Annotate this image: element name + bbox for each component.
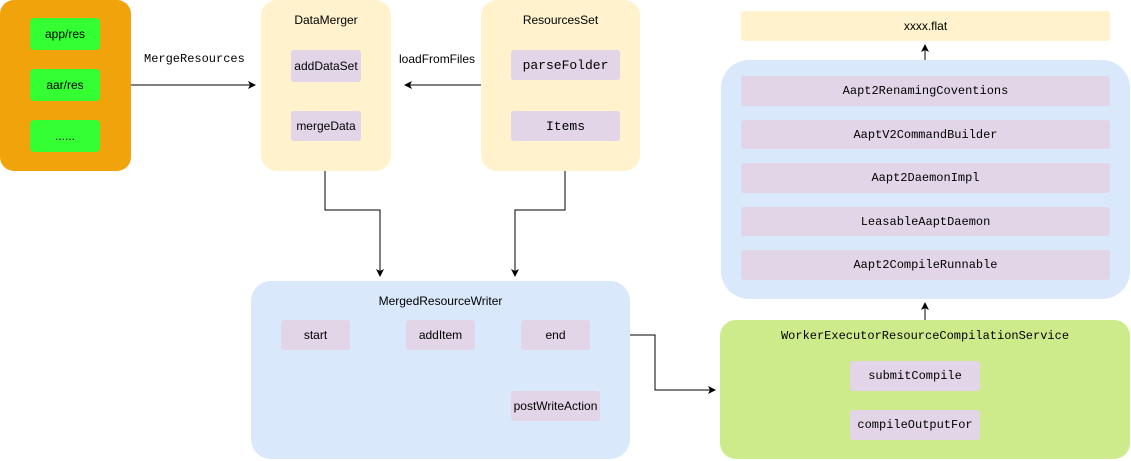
source-item-more: ...... <box>30 120 100 152</box>
resources-set-group: ResourcesSet <box>481 0 640 171</box>
aapt2-daemon-impl: Aapt2DaemonImpl <box>741 163 1110 193</box>
submit-compile-method: submitCompile <box>850 361 980 391</box>
add-data-set-method: addDataSet <box>291 50 361 82</box>
add-item-method: addItem <box>406 320 475 350</box>
merge-data-method: mergeData <box>291 111 361 141</box>
source-item-aar-res: aar/res <box>30 69 100 101</box>
aapt2-compile-runnable: Aapt2CompileRunnable <box>741 250 1110 280</box>
data-merger-title: DataMerger <box>294 13 358 27</box>
edge-items-to-writer <box>511 141 566 277</box>
merged-resource-writer-group: MergedResourceWriter <box>251 281 630 459</box>
edge-merge-data-to-writer <box>324 141 384 277</box>
compile-output-for-method: compileOutputFor <box>850 410 980 440</box>
post-write-action-method: postWriteAction <box>511 391 600 421</box>
start-method: start <box>281 320 350 350</box>
aapt2-renaming-conventions: Aapt2RenamingCoventions <box>741 76 1110 106</box>
items-method: Items <box>511 111 620 141</box>
merged-resource-writer-title: MergedResourceWriter <box>378 294 503 308</box>
aaptv2-command-builder: AaptV2CommandBuilder <box>741 120 1110 149</box>
load-from-files-label: loadFromFiles <box>399 52 476 66</box>
merge-resources-label: MergeResources <box>144 52 245 66</box>
resources-set-title: ResourcesSet <box>522 13 599 27</box>
source-item-app-res: app/res <box>30 18 100 50</box>
leasable-aapt-daemon: LeasableAaptDaemon <box>741 207 1110 236</box>
parse-folder-method: parseFolder <box>511 50 620 80</box>
end-method: end <box>521 320 590 350</box>
compilation-service-title: WorkerExecutorResourceCompilationService <box>780 329 1070 343</box>
flat-output-box: xxxx.flat <box>741 11 1110 41</box>
data-merger-group: DataMerger <box>261 0 391 171</box>
